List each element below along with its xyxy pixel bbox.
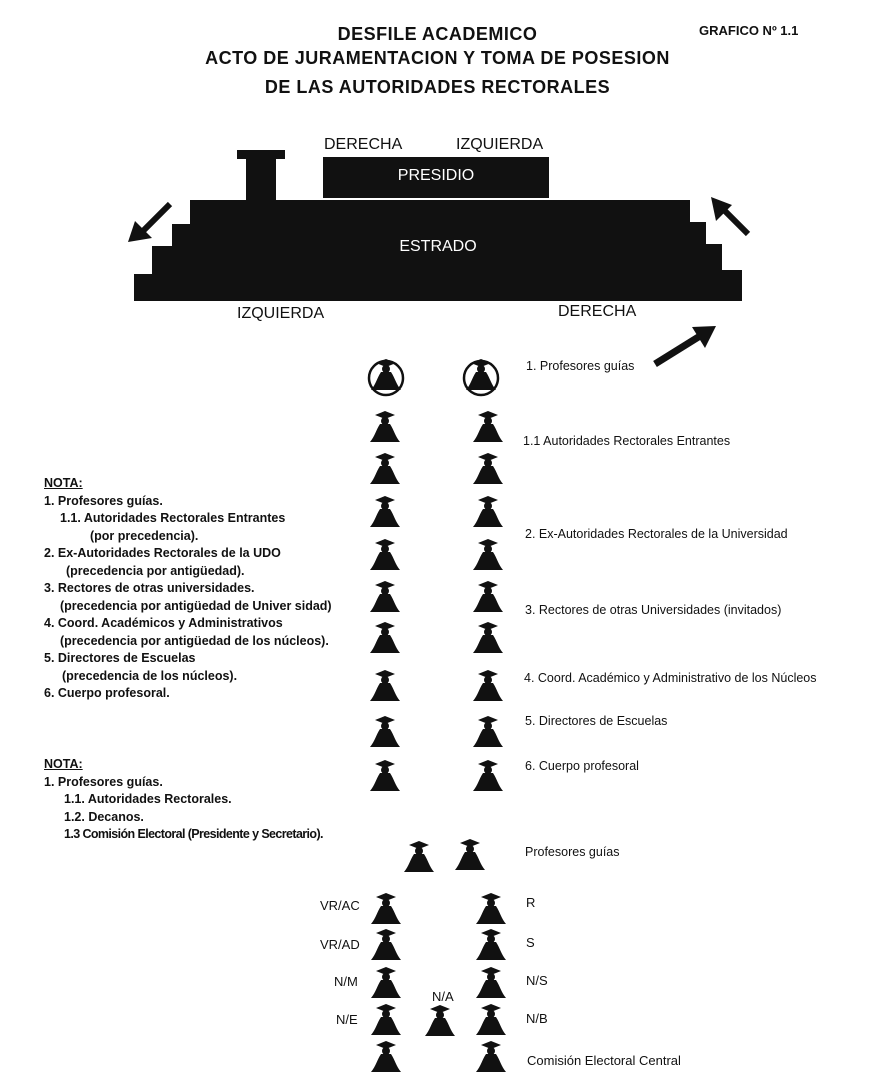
- procession-figure: [370, 622, 400, 653]
- grafico-label: GRAFICO Nº 1.1: [699, 23, 799, 38]
- authority-figure: [371, 929, 401, 960]
- procession-figure: [370, 539, 400, 570]
- procession-figure: [370, 411, 400, 442]
- left-label-vrac: VR/AC: [320, 898, 360, 913]
- note-1-line: 2. Ex-Autoridades Rectorales de la UDO: [44, 546, 281, 560]
- lower-guide-figure: [455, 839, 485, 870]
- presidio-right-label: IZQUIERDA: [456, 136, 544, 153]
- center-authority-figure: [425, 1005, 455, 1036]
- authority-figure: [371, 893, 401, 924]
- procession-figure: [370, 453, 400, 484]
- legend-item-1: 1. Profesores guías: [526, 359, 635, 373]
- estrado-block: [134, 200, 742, 301]
- note-2-line: 1.2. Decanos.: [64, 809, 144, 824]
- note-2: NOTA: 1. Profesores guías. 1.1. Autorida…: [44, 756, 324, 844]
- guides-label: Profesores guías: [525, 845, 620, 859]
- presidio-label: PRESIDIO: [397, 167, 475, 184]
- right-label-s: S: [526, 935, 535, 950]
- note-1-line: (precedencia por antigüedad de los núcle…: [60, 633, 329, 648]
- note-1-line: 6. Cuerpo profesoral.: [44, 686, 170, 700]
- procession-figure: [370, 581, 400, 612]
- authority-figure: [371, 967, 401, 998]
- right-label-nb: N/B: [526, 1011, 548, 1026]
- authority-figure: [371, 1041, 401, 1072]
- title-line-2: ACTO DE JURAMENTACION Y TOMA DE POSESION: [205, 48, 670, 68]
- procession-figure: [473, 411, 503, 442]
- exit-arrow-left-icon: [128, 201, 173, 242]
- procession-figure: [370, 670, 400, 701]
- left-label-vrad: VR/AD: [320, 937, 360, 952]
- lower-guide-figure: [404, 841, 434, 872]
- legend-item-3: 3. Rectores de otras Universidades (invi…: [525, 603, 782, 617]
- authority-figure: [476, 1004, 506, 1035]
- title-line-3: DE LAS AUTORIDADES RECTORALES: [264, 77, 611, 97]
- procession-figure: [473, 581, 503, 612]
- authority-figure: [476, 893, 506, 924]
- presidio-block: [323, 157, 549, 198]
- legend-item-4: 4. Coord. Académico y Administrativo de …: [524, 671, 817, 685]
- note-1-line: (por precedencia).: [90, 528, 199, 543]
- legend-item-2: 2. Ex-Autoridades Rectorales de la Unive…: [525, 527, 788, 541]
- note-2-line: 1.1. Autoridades Rectorales.: [64, 792, 232, 806]
- guide-figure-circled: [367, 359, 405, 397]
- bottom-right-label: DERECHA: [558, 303, 637, 320]
- procession-figure: [473, 716, 503, 747]
- authority-figure: [371, 1004, 401, 1035]
- estrado-label: ESTRADO: [399, 238, 477, 255]
- right-label-r: R: [526, 895, 536, 910]
- procession-figure: [370, 760, 400, 791]
- note-1-line: 4. Coord. Académicos y Administrativos: [44, 616, 283, 630]
- left-label-ne: N/E: [336, 1012, 358, 1027]
- note-1-line: 3. Rectores de otras universidades.: [44, 581, 255, 595]
- authority-figure: [476, 929, 506, 960]
- bottom-label: Comisión Electoral Central: [527, 1053, 681, 1068]
- right-label-ns: N/S: [526, 973, 548, 988]
- note-2-heading: NOTA:: [44, 757, 83, 771]
- title-line-1: DESFILE ACADEMICO: [337, 24, 538, 44]
- note-1: NOTA: 1. Profesores guías. 1.1. Autorida…: [44, 475, 332, 703]
- entry-arrow-right-icon: [711, 197, 751, 237]
- procession-figure: [473, 670, 503, 701]
- left-label-nm: N/M: [334, 974, 358, 989]
- note-1-line: (precedencia por antigüedad de Univer si…: [60, 598, 332, 613]
- guide-figure-circled: [462, 359, 500, 397]
- note-1-line: 1.1. Autoridades Rectorales Entrantes: [60, 511, 286, 525]
- note-1-line: 1. Profesores guías.: [44, 493, 163, 508]
- note-2-line: 1.3 Comisión Electoral (Presidente y Sec…: [64, 827, 324, 841]
- legend-item-5: 5. Directores de Escuelas: [525, 714, 668, 728]
- procession-figure: [370, 496, 400, 527]
- procession-figure: [473, 453, 503, 484]
- center-label-na: N/A: [432, 989, 454, 1004]
- bottom-left-label: IZQUIERDA: [237, 305, 325, 322]
- note-2-line: 1. Profesores guías.: [44, 774, 163, 789]
- note-1-line: 5. Directores de Escuelas: [44, 651, 196, 665]
- legend-item-1-1: 1.1 Autoridades Rectorales Entrantes: [523, 434, 731, 448]
- procession-figure: [473, 496, 503, 527]
- note-1-line: (precedencia por antigüedad).: [66, 563, 245, 578]
- legend-item-6: 6. Cuerpo profesoral: [525, 759, 639, 773]
- procession-figure: [370, 716, 400, 747]
- note-1-heading: NOTA:: [44, 476, 83, 490]
- podium-shape: [237, 150, 285, 201]
- entry-arrow-bottom-icon: [653, 326, 716, 367]
- procession-figure: [473, 760, 503, 791]
- note-1-line: (precedencia de los núcleos).: [62, 668, 238, 683]
- procession-figure: [473, 539, 503, 570]
- procession-figure: [473, 622, 503, 653]
- authority-figure: [476, 967, 506, 998]
- presidio-left-label: DERECHA: [324, 136, 403, 153]
- authority-figure: [476, 1041, 506, 1072]
